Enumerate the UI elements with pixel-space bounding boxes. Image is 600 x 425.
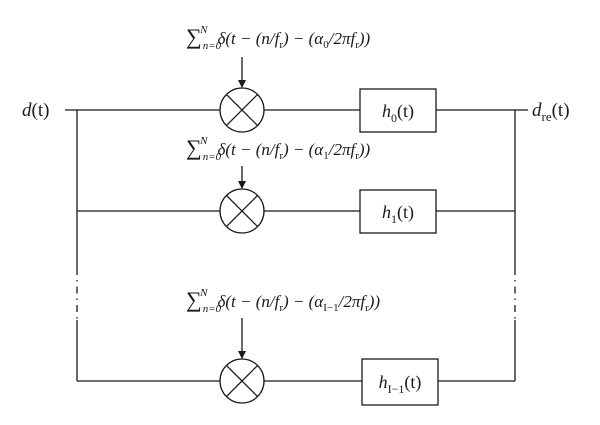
filter-label-last: hI−1(t): [379, 372, 422, 396]
filter-label-1: h1(t): [382, 202, 414, 226]
filter-block-0: [359, 88, 437, 133]
multiplier-icon: [219, 358, 265, 404]
filter-label-0: h0(t): [382, 101, 414, 125]
input-bus: [65, 109, 220, 382]
output-bus: [436, 109, 528, 382]
multiplier-icon: [219, 188, 265, 234]
filter-block-last: [361, 358, 439, 406]
multiplier-icon: [219, 87, 265, 133]
filter-block-1: [359, 189, 437, 234]
input-label: d(t): [22, 100, 49, 121]
output-label: dre(t): [532, 100, 570, 124]
